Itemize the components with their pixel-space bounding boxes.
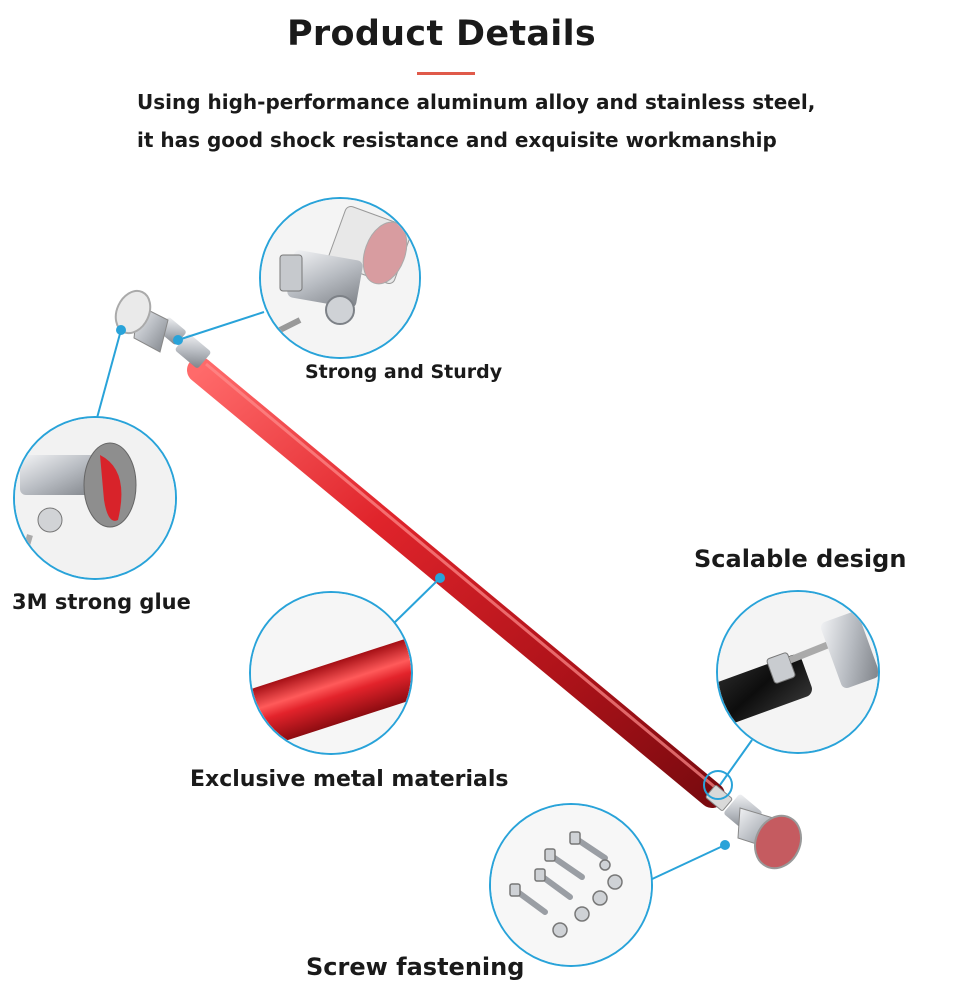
callout-dots: [116, 325, 730, 850]
callout-connectors: [96, 311, 753, 881]
zoom-3m-strong-glue: [13, 416, 177, 580]
zoom-scalable-design: [716, 590, 880, 754]
zoom-exclusive-metal-materials: [249, 591, 413, 755]
label-exclusive-metal-materials: Exclusive metal materials: [190, 767, 509, 792]
page-title: Product Details: [286, 14, 597, 54]
zoom-screw-fastening: [489, 803, 653, 967]
rod-assembly: [114, 289, 802, 870]
label-screw-fastening: Screw fastening: [306, 953, 525, 981]
label-scalable-design: Scalable design: [694, 545, 907, 573]
zoom-strong-and-sturdy: [259, 197, 421, 359]
description-line-2: it has good shock resistance and exquisi…: [137, 128, 777, 152]
label-strong-and-sturdy: Strong and Sturdy: [305, 361, 503, 383]
description-line-1: Using high-performance aluminum alloy an…: [137, 90, 816, 114]
title-underline: [417, 72, 475, 75]
label-3m-strong-glue: 3M strong glue: [12, 590, 191, 614]
